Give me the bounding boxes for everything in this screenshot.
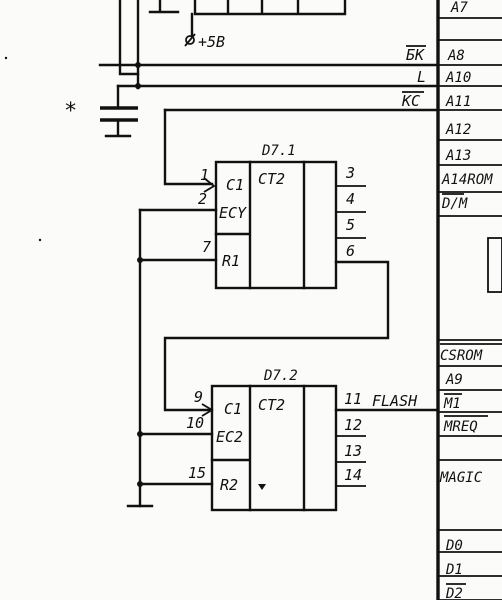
chip-d7-1: D7.1 CT2 C1 ECY R1 1 2 7 3 4 5 6 — [198, 143, 366, 290]
input-name: ECY — [219, 204, 247, 222]
power-terminal-slash — [184, 33, 196, 47]
clock-arrow — [201, 403, 214, 417]
chip-d7-2: D7.2 CT2 C1 EC2 R2 9 10 15 11 12 13 14 F… — [186, 368, 418, 512]
bus-label: A11 — [445, 94, 471, 110]
power-terminal — [185, 35, 195, 45]
pin-number: 11 — [344, 390, 362, 408]
bus-separators-bottom — [438, 529, 502, 600]
pin-number: 15 — [188, 464, 206, 482]
chip-title: D7.1 — [261, 143, 296, 159]
bus-label: A7 — [450, 0, 468, 16]
junction-dot — [137, 481, 143, 487]
chip-mark-triangle — [258, 484, 266, 490]
bus-box — [487, 237, 502, 293]
bus-label: D1 — [445, 562, 463, 578]
input-name: R1 — [222, 252, 240, 270]
bus-label: A12 — [445, 122, 471, 138]
bus-label: D/M — [441, 196, 468, 212]
pin-number: 13 — [344, 442, 362, 460]
top-connector-block — [193, 0, 347, 16]
wire-carry-to-d72 — [163, 260, 390, 412]
pin-number: 12 — [344, 416, 362, 434]
chip-sections — [210, 384, 306, 512]
pin-number: 3 — [345, 164, 355, 182]
signal-label-bk: БK — [406, 46, 425, 64]
bus-separators-top — [438, 17, 502, 217]
signal-label-l: L — [417, 68, 426, 86]
bus-label: MREQ — [443, 419, 478, 435]
stray-dot — [38, 238, 42, 242]
bus-label: CSROM — [440, 348, 483, 364]
chip-function: CT2 — [258, 396, 285, 414]
pin-number: 9 — [194, 388, 203, 406]
wire-top-ground — [148, 0, 180, 14]
cap-lead-bottom — [104, 118, 132, 138]
power-label: +5B — [198, 33, 225, 51]
bus-label: A10 — [445, 70, 471, 86]
pin-number: 14 — [344, 466, 362, 484]
pin-number: 7 — [202, 238, 211, 256]
chip-title: D7.2 — [263, 368, 298, 384]
pin-number: 2 — [198, 190, 207, 208]
chip-body — [210, 384, 338, 512]
bus-label: A8 — [447, 48, 465, 64]
input-name: C1 — [224, 400, 242, 418]
bus-separators-mid — [438, 339, 502, 461]
bus-label: D2 — [445, 586, 463, 600]
chip-body — [214, 160, 338, 290]
pin-number: 10 — [186, 414, 204, 432]
bus-label: D0 — [445, 538, 463, 554]
pin-number: 1 — [200, 166, 209, 184]
pin-number: 4 — [346, 190, 355, 208]
bus-label: A13 — [445, 148, 471, 164]
input-name: C1 — [226, 176, 244, 194]
wire-top-left — [118, 0, 140, 76]
input-name: EC2 — [216, 428, 243, 446]
junction-dot — [137, 257, 143, 263]
capacitor-mark: * — [64, 99, 77, 124]
signal-label-kc: KC — [401, 92, 420, 110]
pin-number: 6 — [346, 242, 355, 260]
input-name: R2 — [220, 476, 238, 494]
pin-number: 5 — [346, 216, 355, 234]
chip-sections — [214, 160, 306, 290]
junction-dot — [137, 431, 143, 437]
flash-label: FLASH — [372, 392, 418, 410]
chip-function: CT2 — [258, 170, 285, 188]
wire-kc-to-c1 — [163, 108, 214, 186]
output-stubs — [336, 185, 366, 239]
bus-label: M1 — [443, 396, 461, 412]
stray-dot — [4, 56, 8, 60]
bus-label: MAGIC — [439, 470, 483, 486]
bus-label: A14ROM — [441, 172, 493, 188]
capacitor-plates — [100, 106, 138, 122]
output-stubs — [336, 435, 366, 487]
bus-label: A9 — [445, 372, 463, 388]
clock-arrow — [203, 177, 216, 193]
